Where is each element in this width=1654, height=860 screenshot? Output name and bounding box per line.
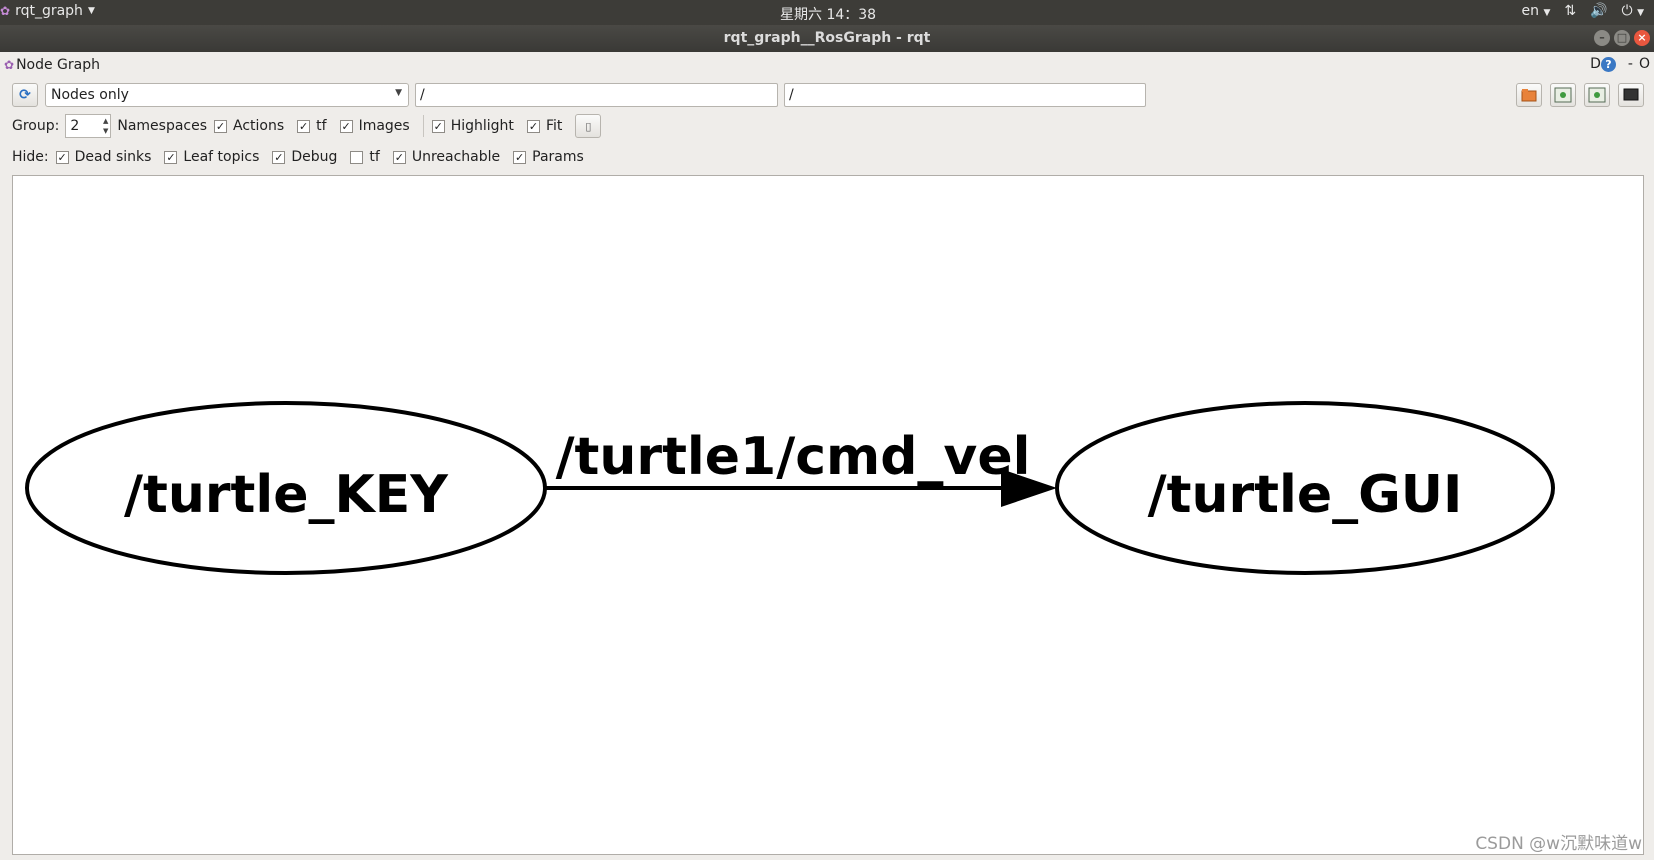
maximize-button[interactable]: □ [1614, 30, 1630, 46]
separator [422, 115, 424, 137]
toolbar-row: ⟳ Nodes only ▼ / / [0, 82, 1654, 110]
check-icon: ✓ [214, 119, 228, 133]
spin-arrows-icon[interactable]: ▲▼ [102, 117, 109, 135]
check-icon: ✓ [164, 150, 178, 164]
volume-icon[interactable]: 🔊 [1590, 3, 1608, 19]
check-icon: ✓ [431, 119, 445, 133]
unreachable-label: Unreachable [411, 149, 501, 165]
highlight-label: Highlight [450, 118, 514, 134]
group-label: Group: [12, 118, 60, 134]
check-icon: ✓ [272, 150, 286, 164]
namespaces-label: Namespaces [117, 118, 208, 134]
minimize-button[interactable]: – [1594, 30, 1610, 46]
plugin-title: Node Graph [16, 57, 100, 73]
chevron-down-icon: ▼ [395, 88, 402, 98]
group-value: 2 [70, 118, 80, 134]
node-label-gui: /turtle_GUI [1148, 465, 1463, 525]
save-image-icon [1588, 87, 1606, 103]
edge-arrowhead [1001, 469, 1057, 507]
check-icon: ✓ [339, 119, 353, 133]
graph-svg: /turtle_KEY /turtle_GUI /turtle1/cmd_vel [25, 401, 1555, 575]
params-label: Params [532, 149, 584, 165]
images-checkbox[interactable]: ✓ Images [339, 118, 410, 134]
language-indicator[interactable]: en ▼ [1521, 3, 1551, 19]
network-icon[interactable]: ⇅ [1564, 3, 1577, 19]
screen-icon [1623, 88, 1639, 101]
chevron-down-icon: ▼ [87, 6, 95, 16]
unreachable-checkbox[interactable]: ✓ Unreachable [392, 149, 501, 165]
check-icon: ✓ [513, 150, 527, 164]
save-image-button[interactable] [1618, 83, 1644, 107]
close-button[interactable]: × [1634, 30, 1650, 46]
folder-icon [1521, 89, 1537, 102]
edge-label: /turtle1/cmd_vel [556, 427, 1031, 487]
graph-mode-select[interactable]: Nodes only ▼ [45, 83, 409, 107]
graph-mode-value: Nodes only [51, 87, 129, 103]
images-label: Images [358, 118, 410, 134]
fit-checkbox[interactable]: ✓ Fit [526, 118, 563, 134]
actions-checkbox[interactable]: ✓ Actions [214, 118, 284, 134]
power-icon[interactable]: ⏻ ▼ [1621, 3, 1644, 19]
minimize-plugin-button[interactable]: - [1627, 56, 1633, 72]
unchecked-box-icon [350, 150, 364, 164]
graph-canvas[interactable]: /turtle_KEY /turtle_GUI /turtle1/cmd_vel [12, 175, 1644, 855]
app-menu[interactable]: ✿ rqt_graph ▼ [0, 3, 95, 19]
check-icon: ✓ [55, 150, 69, 164]
check-icon: ✓ [392, 150, 406, 164]
leaf-topics-checkbox[interactable]: ✓ Leaf topics [164, 149, 259, 165]
rqt-app-icon: ✿ [0, 4, 11, 18]
help-icon[interactable]: ? [1600, 56, 1616, 72]
hide-tf-label: tf [369, 149, 380, 165]
debug-label: Debug [291, 149, 338, 165]
leaf-topics-label: Leaf topics [183, 149, 260, 165]
node-graph-icon: ✿ [4, 58, 15, 72]
check-icon: ✓ [297, 119, 311, 133]
watermark: CSDN @w沉默味道w [1475, 834, 1642, 854]
app-menu-label: rqt_graph [15, 3, 83, 19]
close-plugin-button[interactable]: O [1638, 56, 1650, 72]
dock-button[interactable]: D [1590, 56, 1601, 72]
save-dot-icon [1554, 87, 1572, 103]
tf-label: tf [316, 118, 327, 134]
fit-in-view-button[interactable]: ▯ [575, 114, 602, 138]
window-title: rqt_graph__RosGraph - rqt [723, 30, 931, 46]
debug-checkbox[interactable]: ✓ Debug [272, 149, 337, 165]
namespaces-option: Namespaces [117, 118, 207, 134]
tf-checkbox[interactable]: ✓ tf [297, 118, 327, 134]
plugin-header: ✿ Node Graph D ? - O [0, 55, 1654, 77]
hide-tf-checkbox[interactable]: tf [350, 149, 380, 165]
fit-view-icon: ▯ [585, 119, 592, 133]
node-label-key: /turtle_KEY [124, 465, 449, 525]
topic-filter-input[interactable]: / [784, 83, 1146, 107]
window-titlebar: rqt_graph__RosGraph - rqt – □ × [0, 25, 1654, 52]
refresh-icon: ⟳ [19, 87, 31, 103]
dead-sinks-label: Dead sinks [74, 149, 152, 165]
load-dot-button[interactable] [1516, 83, 1542, 107]
fit-label: Fit [545, 118, 563, 134]
check-icon: ✓ [526, 119, 540, 133]
system-top-panel: ✿ rqt_graph ▼ 星期六 14：38 en ▼ ⇅ 🔊 ⏻ ▼ [0, 0, 1654, 25]
actions-label: Actions [233, 118, 285, 134]
group-spinbox[interactable]: 2 ▲▼ [65, 114, 112, 138]
hide-options-row: Hide: ✓ Dead sinks ✓ Leaf topics ✓ Debug… [12, 145, 1652, 169]
hide-label: Hide: [12, 149, 49, 165]
clock[interactable]: 星期六 14：38 [780, 7, 877, 23]
refresh-button[interactable]: ⟳ [12, 83, 38, 107]
node-filter-input[interactable]: / [415, 83, 778, 107]
highlight-checkbox[interactable]: ✓ Highlight [431, 118, 514, 134]
save-svg-button[interactable] [1584, 83, 1610, 107]
group-options-row: Group: 2 ▲▼ Namespaces ✓ Actions ✓ tf ✓ … [12, 114, 1652, 138]
save-dot-button[interactable] [1550, 83, 1576, 107]
dead-sinks-checkbox[interactable]: ✓ Dead sinks [55, 149, 152, 165]
params-checkbox[interactable]: ✓ Params [513, 149, 584, 165]
